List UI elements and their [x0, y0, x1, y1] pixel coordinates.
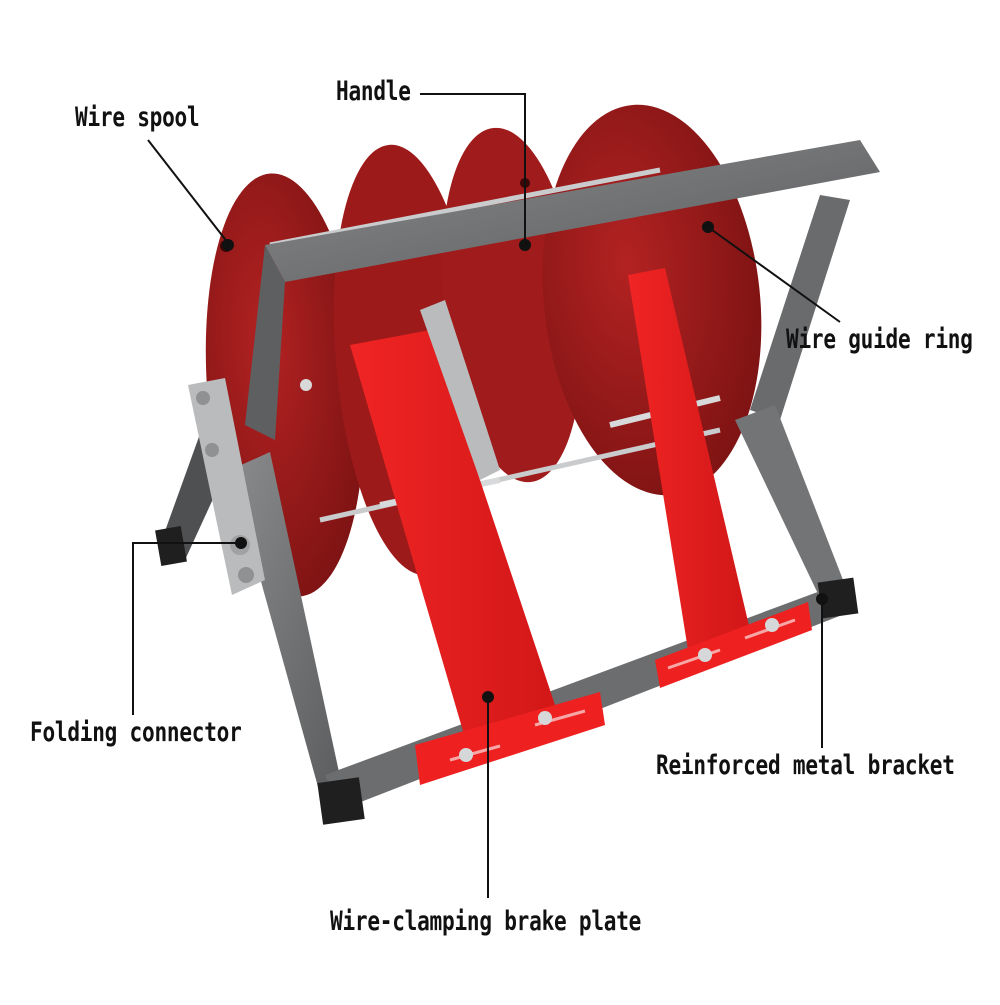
- label-handle: Handle: [336, 76, 411, 107]
- brake-plate-right: [628, 268, 812, 688]
- leader-wire-guide-ring: [707, 226, 841, 323]
- leader-handle: [420, 93, 526, 242]
- handle-frame: [245, 140, 880, 440]
- label-reinforced-metal-bracket: Reinforced metal bracket: [656, 750, 955, 781]
- leader-dots: [222, 221, 828, 703]
- leader-lines: [132, 93, 841, 898]
- label-folding-connector: Folding connector: [30, 717, 242, 748]
- leader-folding-connector: [132, 542, 238, 715]
- leader-wire-spool: [147, 139, 229, 244]
- brake-plate-left: [350, 300, 605, 785]
- label-wire-spool: Wire spool: [75, 102, 200, 133]
- label-wire-clamping-brake-plate: Wire-clamping brake plate: [330, 906, 642, 937]
- label-wire-guide-ring: Wire guide ring: [786, 324, 973, 355]
